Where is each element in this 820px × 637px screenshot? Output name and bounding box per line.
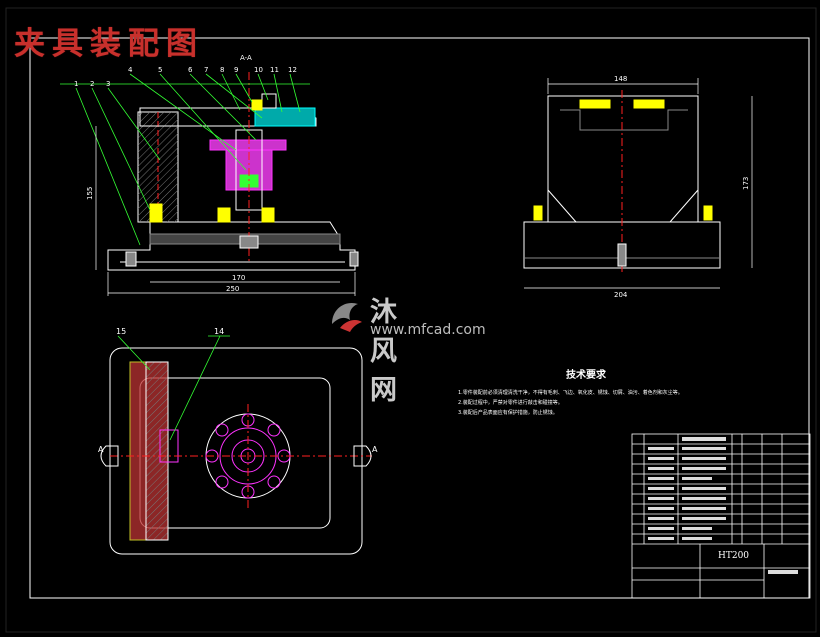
drawing-border (5, 7, 817, 633)
part-label: 2 (90, 80, 94, 88)
plan-view (100, 335, 372, 555)
title-block (631, 433, 811, 599)
title-block-material: HT200 (718, 551, 749, 561)
tech-item: 2.装配过程中，严禁对零件进行敲击和碰撞等。 (458, 399, 563, 406)
part-label: 7 (204, 66, 208, 74)
plan-label-left: A (98, 445, 104, 454)
dim-inner-width: 170 (232, 274, 245, 282)
front-view-labels: A-A 1 2 3 4 5 6 7 8 9 10 11 12 250 170 1… (74, 54, 297, 293)
balloon-a: 15 (116, 327, 126, 336)
part-label: 9 (234, 66, 238, 74)
part-label: 10 (254, 66, 263, 74)
balloon-b: 14 (214, 327, 224, 336)
dim-bottom: 204 (614, 291, 628, 299)
part-label: 11 (270, 66, 279, 74)
section-mark: A-A (240, 54, 252, 62)
part-label: 3 (106, 80, 110, 88)
tech-requirements: 技术要求 1.零件装配前必须清理清洗干净，不得有毛刺、飞边、氧化皮、锈蚀、切屑、… (458, 368, 683, 416)
drawing-title: 夹具装配图 (14, 26, 204, 62)
dim-total-width: 250 (226, 285, 239, 293)
plan-view-labels: 15 14 A A (98, 327, 378, 454)
dim-height-side: 173 (742, 177, 750, 190)
plan-label-right: A (372, 445, 378, 454)
part-label: 6 (188, 66, 193, 74)
watermark-logo-icon (332, 302, 362, 332)
watermark-url: www.mfcad.com (370, 322, 486, 338)
part-label: 5 (158, 66, 162, 74)
part-label: 12 (288, 66, 297, 74)
part-label: 8 (220, 66, 224, 74)
dim-height: 155 (86, 187, 94, 200)
part-label: 4 (128, 66, 133, 74)
tech-heading: 技术要求 (566, 368, 607, 381)
front-view (60, 72, 359, 296)
tech-item: 1.零件装配前必须清理清洗干净，不得有毛刺、飞边、氧化皮、锈蚀、切屑、油污、着色… (458, 389, 683, 396)
watermark-brand: 沐风网 (370, 297, 399, 406)
dim-top: 148 (614, 75, 627, 83)
title-block-placeholders (648, 437, 798, 574)
drawing-frame (29, 37, 810, 599)
side-view-labels: 148 204 173 (614, 75, 750, 299)
part-label: 1 (74, 80, 78, 88)
side-view (523, 78, 753, 289)
tech-item: 3.装配后产品表面应有保护措施，防止锈蚀。 (458, 409, 558, 416)
